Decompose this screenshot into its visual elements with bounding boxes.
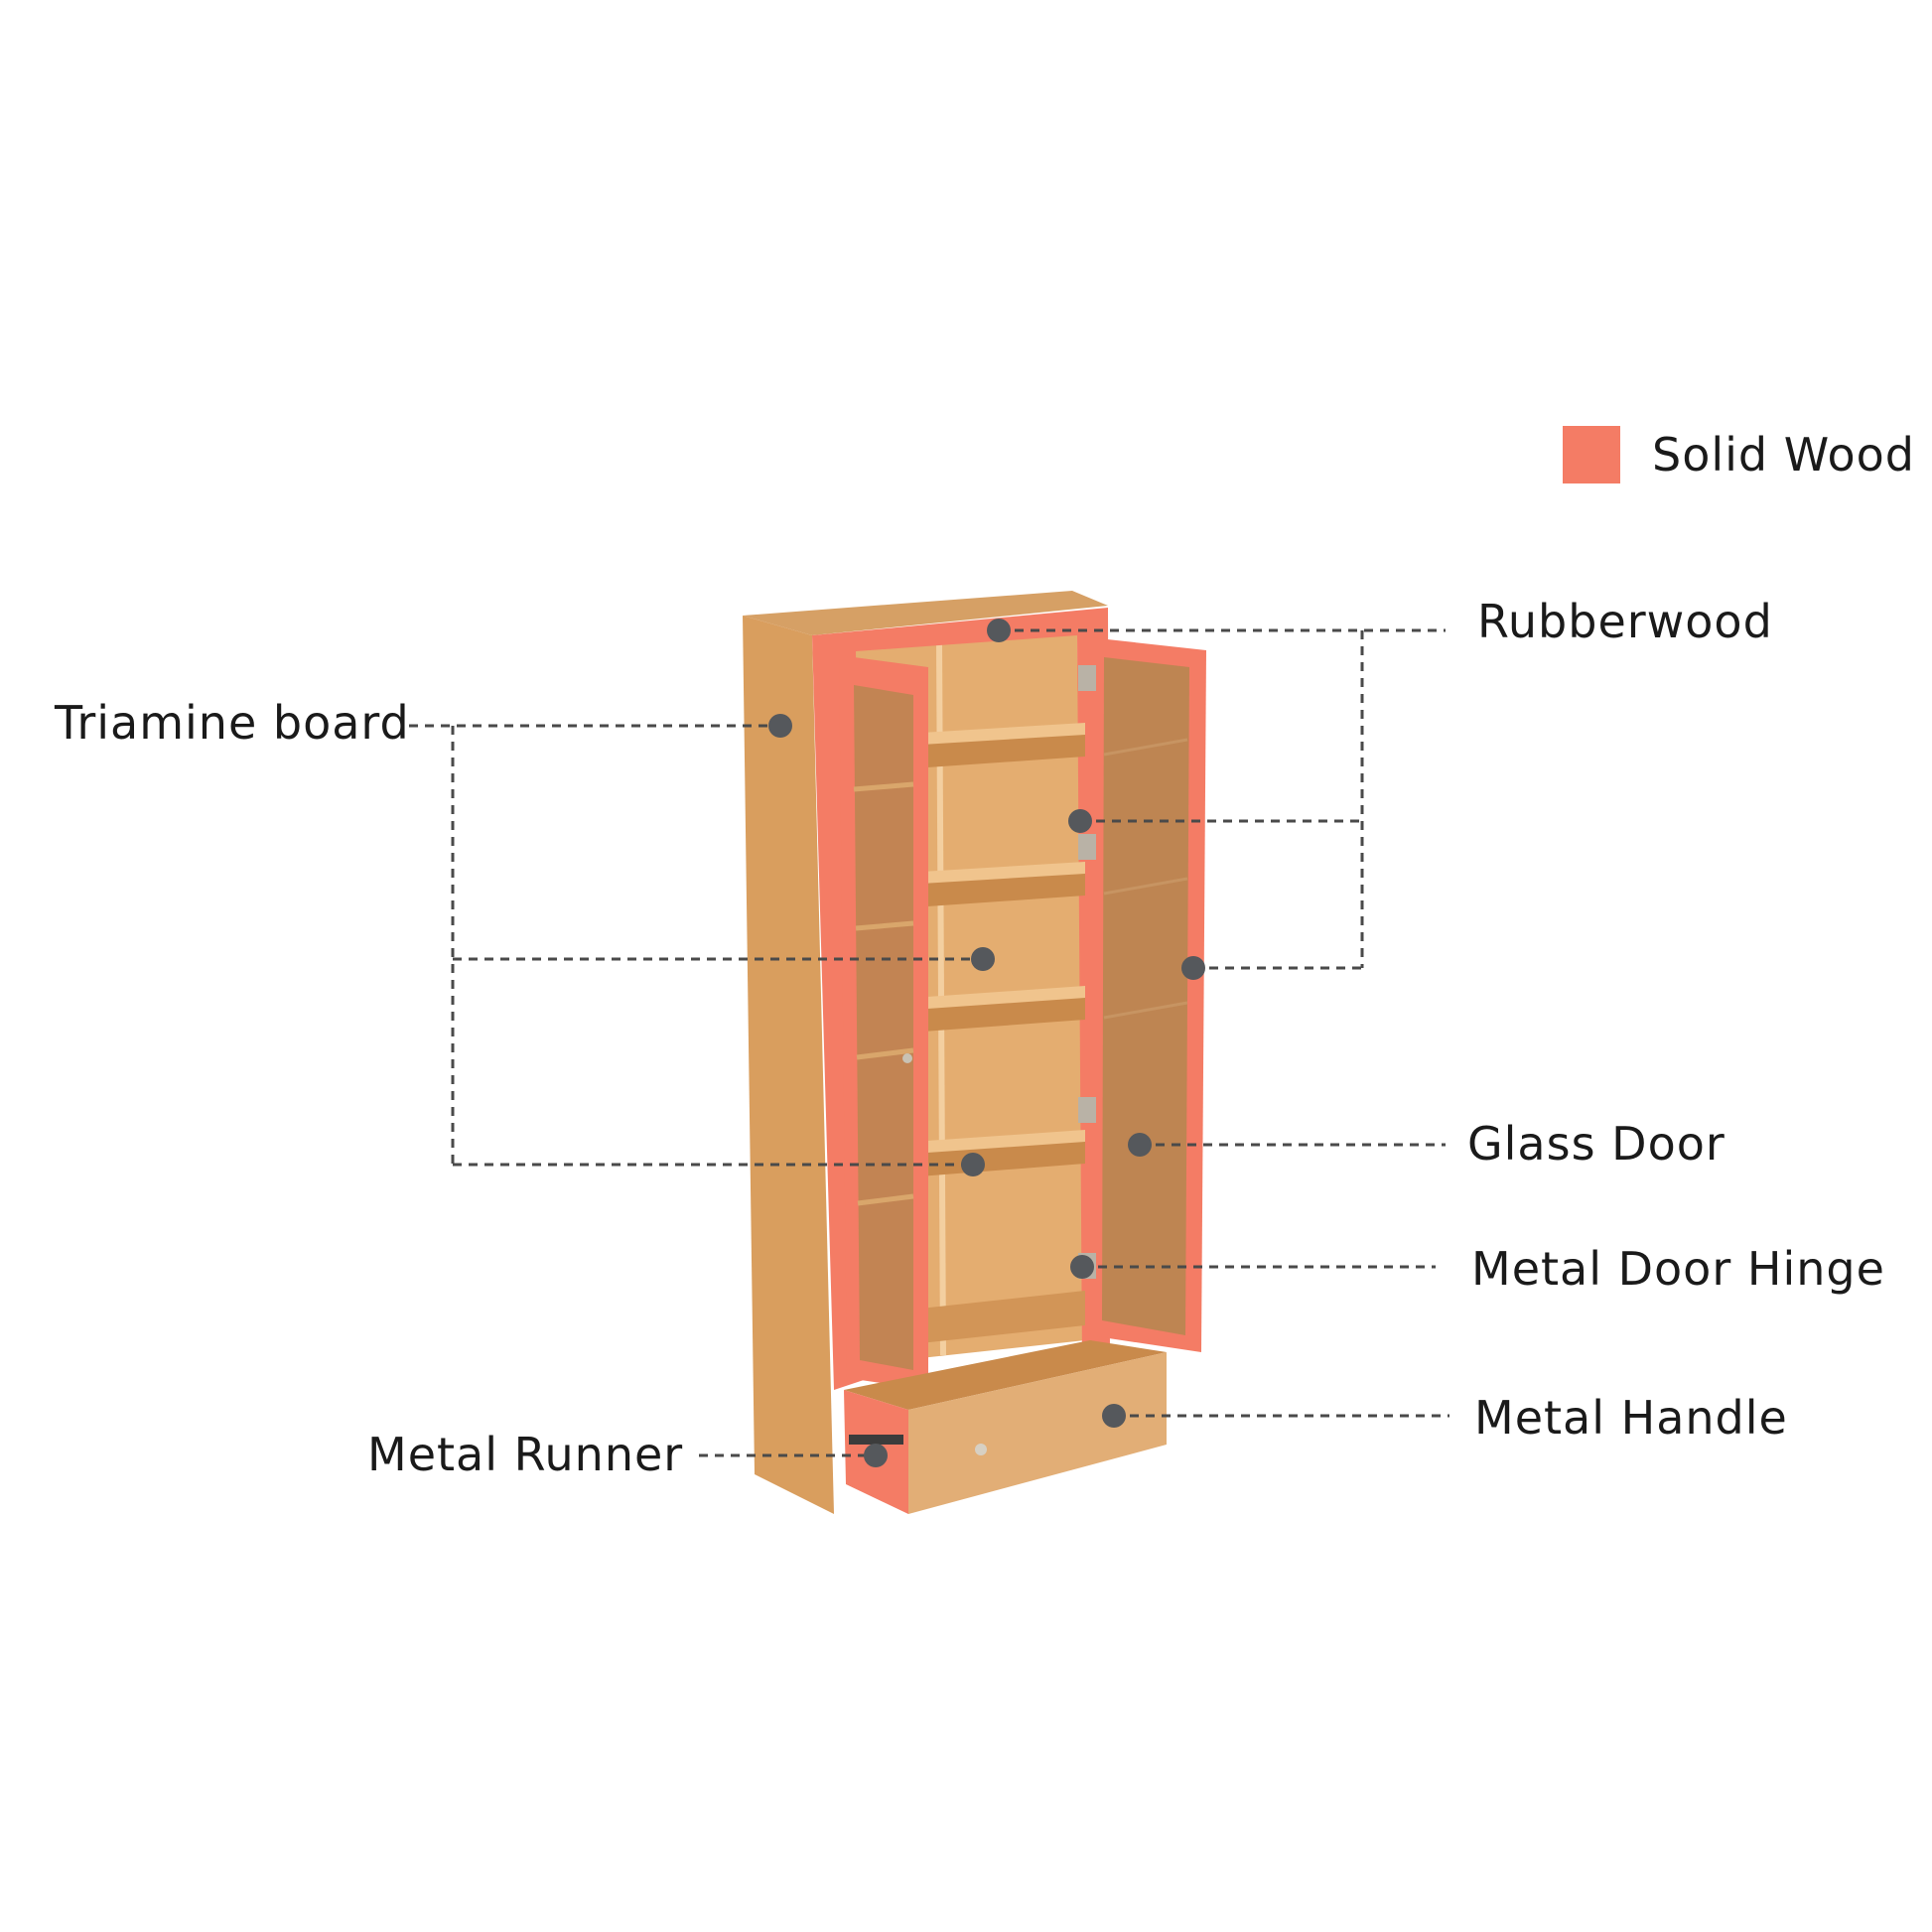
dot-rubberwood-door <box>1181 956 1205 980</box>
callout-labels: Triamine board Rubberwood Glass Door Met… <box>54 595 1885 1481</box>
dot-rubberwood-frame <box>1068 809 1092 833</box>
label-rubberwood: Rubberwood <box>1477 595 1773 648</box>
metal-runner-rail <box>849 1435 903 1445</box>
hinge-1 <box>1078 665 1096 691</box>
right-door-shelf-line-2 <box>1103 877 1188 896</box>
dot-metal-runner <box>864 1444 888 1467</box>
hinge-3 <box>1078 1097 1096 1123</box>
dot-metal-door-hinge <box>1070 1255 1094 1279</box>
legend: Solid Wood <box>1563 426 1915 483</box>
dot-glass-door <box>1128 1133 1152 1157</box>
cabinet-illustration <box>743 591 1206 1514</box>
label-metal-runner: Metal Runner <box>367 1428 683 1481</box>
left-door-shelf-line-4 <box>857 1193 914 1206</box>
dot-rubberwood-top <box>987 619 1011 642</box>
label-glass-door: Glass Door <box>1467 1117 1725 1171</box>
dot-triamine-side <box>768 714 792 738</box>
cabinet-top <box>743 591 1108 635</box>
dot-triamine-lower-shelf <box>961 1153 985 1176</box>
legend-swatch <box>1563 426 1620 483</box>
label-metal-handle: Metal Handle <box>1474 1391 1788 1445</box>
dot-metal-handle <box>1102 1404 1126 1428</box>
hinge-2 <box>1078 834 1096 860</box>
left-door-knob <box>902 1053 912 1063</box>
left-door-shelf-line-1 <box>853 781 914 792</box>
right-door-shelf-line-1 <box>1103 738 1188 757</box>
right-door-shelf-line-3 <box>1103 1001 1188 1020</box>
label-metal-door-hinge: Metal Door Hinge <box>1471 1242 1885 1296</box>
drawer-knob <box>975 1444 987 1455</box>
right-door-glass <box>1102 657 1189 1335</box>
drawer-box-top <box>844 1340 1167 1410</box>
legend-label: Solid Wood <box>1652 428 1915 482</box>
marker-dots <box>768 619 1205 1467</box>
left-door-shelf-line-3 <box>856 1047 914 1060</box>
left-door-shelf-line-2 <box>855 920 914 931</box>
dot-triamine-shelf <box>971 947 995 971</box>
leader-lines <box>409 628 1449 1457</box>
cabinet-left-side <box>743 616 834 1514</box>
label-triamine-board: Triamine board <box>54 696 410 750</box>
drawer-front <box>908 1352 1167 1514</box>
